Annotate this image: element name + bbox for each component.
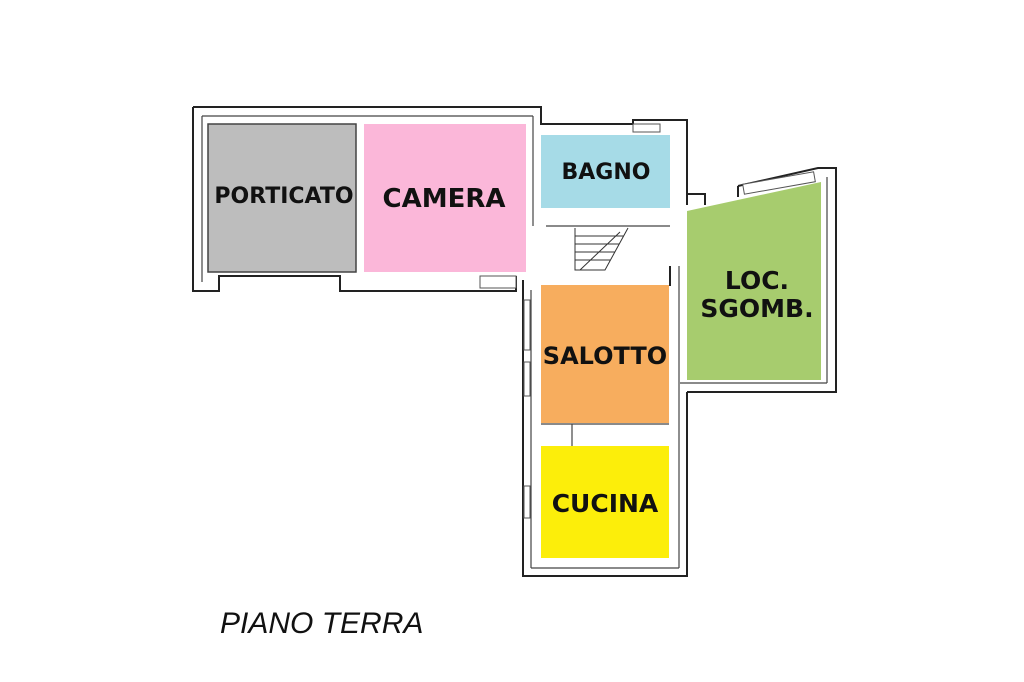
- room-bagno: [541, 135, 670, 208]
- stair-diag: [579, 231, 621, 271]
- label-loc-sgomb-line1: LOC.: [725, 266, 789, 295]
- floor-caption: PIANO TERRA: [220, 607, 423, 640]
- window-right-top: [742, 171, 816, 195]
- label-salotto: SALOTTO: [543, 342, 667, 370]
- staircase: [574, 227, 629, 271]
- label-bagno: BAGNO: [562, 160, 651, 185]
- room-salotto: [541, 285, 669, 423]
- label-loc-sgomb-line2: SGOMB.: [700, 294, 813, 323]
- stair-outline: [574, 227, 629, 271]
- right-wing-wall: [686, 193, 706, 205]
- label-cucina: CUCINA: [552, 489, 659, 518]
- central-block-wall: [522, 280, 688, 577]
- label-camera: CAMERA: [383, 184, 506, 214]
- room-camera: [364, 124, 526, 272]
- window-top: [632, 123, 661, 133]
- room-porticato: [207, 123, 357, 273]
- left-wing-lower-wall: [192, 107, 517, 292]
- inner-walls: [201, 115, 828, 569]
- room-loc-sgomb: [687, 182, 821, 380]
- window-side-3: [523, 485, 531, 519]
- windows: [479, 123, 816, 519]
- window-side-1: [523, 299, 531, 351]
- label-porticato: PORTICATO: [214, 184, 353, 209]
- room-cucina: [541, 446, 669, 558]
- window-side-2: [523, 361, 531, 397]
- window-bottom-left: [479, 275, 517, 289]
- right-wing-outer: [687, 167, 837, 393]
